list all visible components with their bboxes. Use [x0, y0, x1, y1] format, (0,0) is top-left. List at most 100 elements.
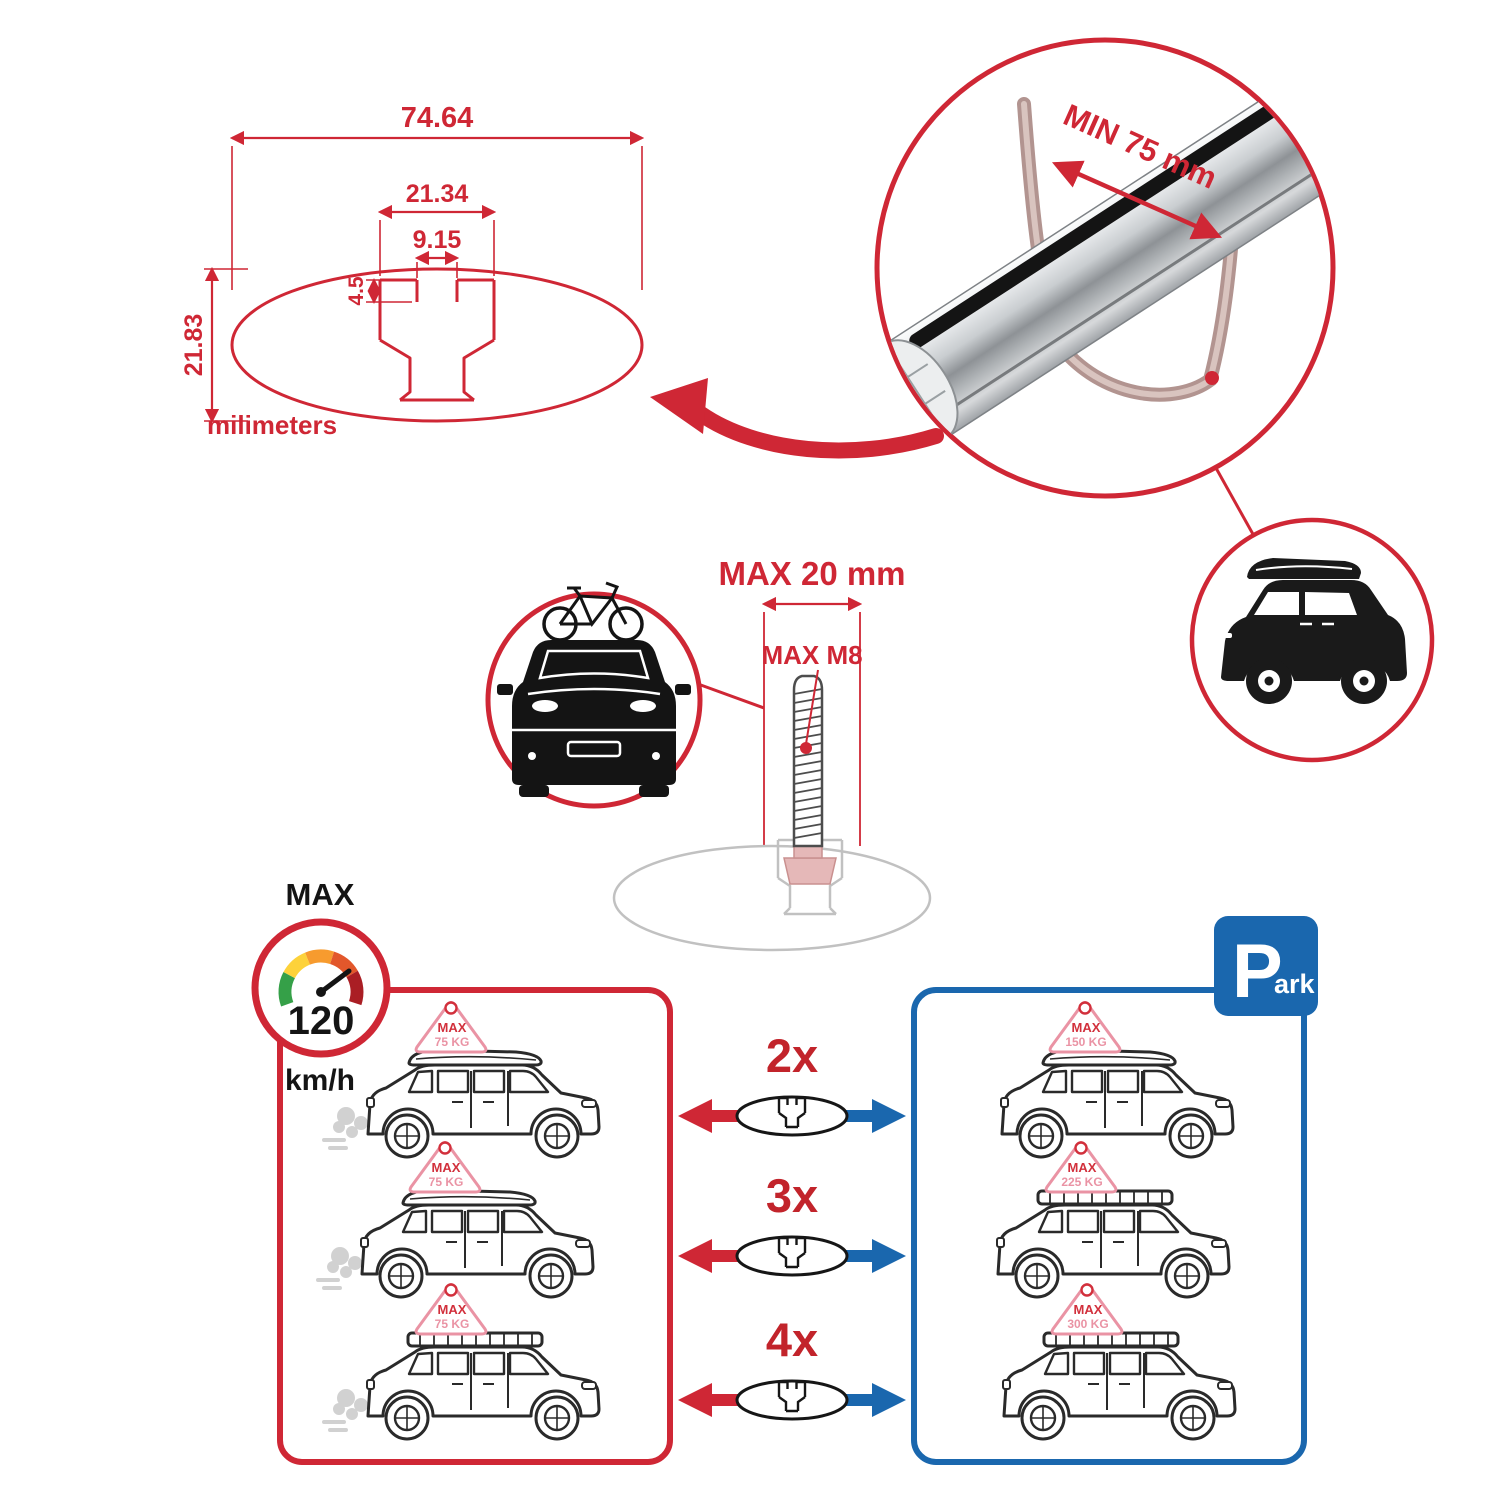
load-flag: MAX 300 KG [1050, 1283, 1124, 1336]
parked-car-row-2: MAX 225 KG [995, 1141, 1231, 1299]
red-arrow-head [678, 1239, 712, 1273]
flag-kg-label: 75 KG [435, 1035, 470, 1049]
profile-channel [378, 278, 496, 402]
dim-total-height-label: 21.83 [180, 314, 208, 377]
ext-lines-total-height [204, 268, 248, 422]
section-suv-roofbox [1189, 517, 1435, 763]
gauge-needle [318, 968, 352, 995]
car-hood-crease [527, 687, 661, 696]
section-bar-magnifier: MIN 75 mm [874, 37, 1336, 537]
gauge-arc-green [278, 972, 296, 1007]
speed-value: 120 [288, 999, 355, 1043]
section-profile-dimensions: 74.64 21.34 9.15 4.5 21.83 milimeters [180, 102, 944, 459]
red-arrow-head [678, 1383, 712, 1417]
flag-max-label: MAX [1074, 1302, 1103, 1317]
speed-unit: km/h [285, 1064, 355, 1097]
multiplier-label: 4x [766, 1313, 818, 1366]
bolt-dot [800, 742, 812, 754]
car-wheel-right [639, 785, 669, 797]
bolt-head-in-slot [783, 857, 837, 885]
car-front-bike-icon [497, 640, 691, 797]
dim-lip-height-label: 4.5 [345, 276, 368, 306]
flag-max-label: MAX [432, 1160, 461, 1175]
crossbar-profile-icon [735, 1235, 849, 1277]
flag-max-label: MAX [438, 1020, 467, 1035]
bar-lower-groove [952, 140, 1331, 409]
flag-kg-label: 150 KG [1065, 1035, 1106, 1049]
section-comparison: P ark MAX 75 KG MAX 75 KG [277, 916, 1318, 1465]
dim-total-width-label: 74.64 [401, 102, 474, 134]
blue-arrow-head [872, 1099, 906, 1133]
load-flag: MAX 225 KG [1044, 1141, 1118, 1194]
speed-max-label: MAX [286, 877, 355, 912]
bike-frame [558, 581, 628, 627]
multiplier-row-3: 4x [678, 1313, 906, 1421]
blue-arrow-head [872, 1383, 906, 1417]
red-arrow-head [678, 1099, 712, 1133]
red-arrow-shaft [710, 1110, 738, 1122]
parking-sign-icon: P ark [1214, 916, 1318, 1016]
bolt-ext-lines [763, 612, 861, 846]
section-bolt-spec: MAX 20 mm MAX M8 [612, 555, 932, 952]
connector-to-suv [1214, 467, 1256, 537]
bolt-leader-line [805, 669, 819, 745]
load-flag: MAX 75 KG [414, 1001, 488, 1054]
flag-max-label: MAX [438, 1302, 467, 1317]
min-span-arrow [1051, 160, 1223, 240]
flag-kg-label: 300 KG [1067, 1317, 1108, 1331]
section-speed-limit: MAX 120 km/h [251, 877, 391, 1097]
bolt-max-width-label: MAX 20 mm [718, 555, 905, 592]
parked-car-row-1: MAX 150 KG [999, 1001, 1235, 1159]
car-mirror-left [497, 684, 513, 695]
zoom-arrow-head [650, 378, 708, 434]
car-plate [566, 740, 622, 758]
unit-label: milimeters [207, 410, 337, 440]
crossbar-profile-icon [735, 1379, 849, 1421]
dim-channel-width-label: 21.34 [406, 180, 469, 208]
car-headlight-left [532, 700, 558, 712]
load-flag: MAX 150 KG [1048, 1001, 1122, 1054]
multiplier-row-2: 3x [678, 1169, 906, 1277]
clamp-dot [1205, 371, 1219, 385]
bolt-thread-label: MAX M8 [761, 640, 862, 670]
connector-to-bolt [697, 682, 765, 710]
profile-outline [230, 267, 644, 423]
blue-arrow-head [872, 1239, 906, 1273]
car-fog-left [528, 752, 536, 760]
driving-car-row-1: MAX 75 KG [322, 1001, 601, 1159]
car-fog-right [652, 752, 660, 760]
gauge-arc-orange [305, 949, 335, 965]
zoom-arrow-shaft [693, 406, 944, 459]
load-flag: MAX 75 KG [414, 1283, 488, 1336]
blue-arrow-shaft [846, 1250, 874, 1262]
bolt-neck-in-slot [793, 845, 823, 859]
suv-rear-hubcap [1264, 676, 1274, 686]
multiplier-label: 2x [766, 1029, 818, 1082]
ext-lines-channel-width [379, 220, 495, 276]
parking-sign-suffix: ark [1274, 969, 1316, 999]
faded-profile [612, 838, 932, 952]
blue-arrow-shaft [846, 1394, 874, 1406]
parking-sign-board [1214, 916, 1318, 1016]
crossbar-profile-icon [735, 1095, 849, 1137]
car-headlight-right [630, 700, 656, 712]
flag-max-label: MAX [1068, 1160, 1097, 1175]
suv-roofbox-stripe [1255, 565, 1353, 571]
bolt-shaft [792, 674, 824, 848]
parked-car-row-3: MAX 300 KG [1001, 1283, 1237, 1441]
flag-kg-label: 75 KG [429, 1175, 464, 1189]
faded-profile-channel [776, 838, 844, 916]
section-car-front-bike [485, 581, 765, 809]
load-flag: MAX 75 KG [408, 1141, 482, 1194]
suv-front-hubcap [1359, 676, 1369, 686]
driving-car-row-3: MAX 75 KG [322, 1283, 601, 1441]
blue-arrow-shaft [846, 1110, 874, 1122]
gauge-arc-darkred [346, 970, 364, 1006]
suv-roofbox [1247, 558, 1361, 579]
suv-headlight [1223, 633, 1232, 638]
red-arrow-shaft [710, 1394, 738, 1406]
flag-kg-label: 75 KG [435, 1317, 470, 1331]
ext-lines-slot-opening [416, 262, 458, 278]
